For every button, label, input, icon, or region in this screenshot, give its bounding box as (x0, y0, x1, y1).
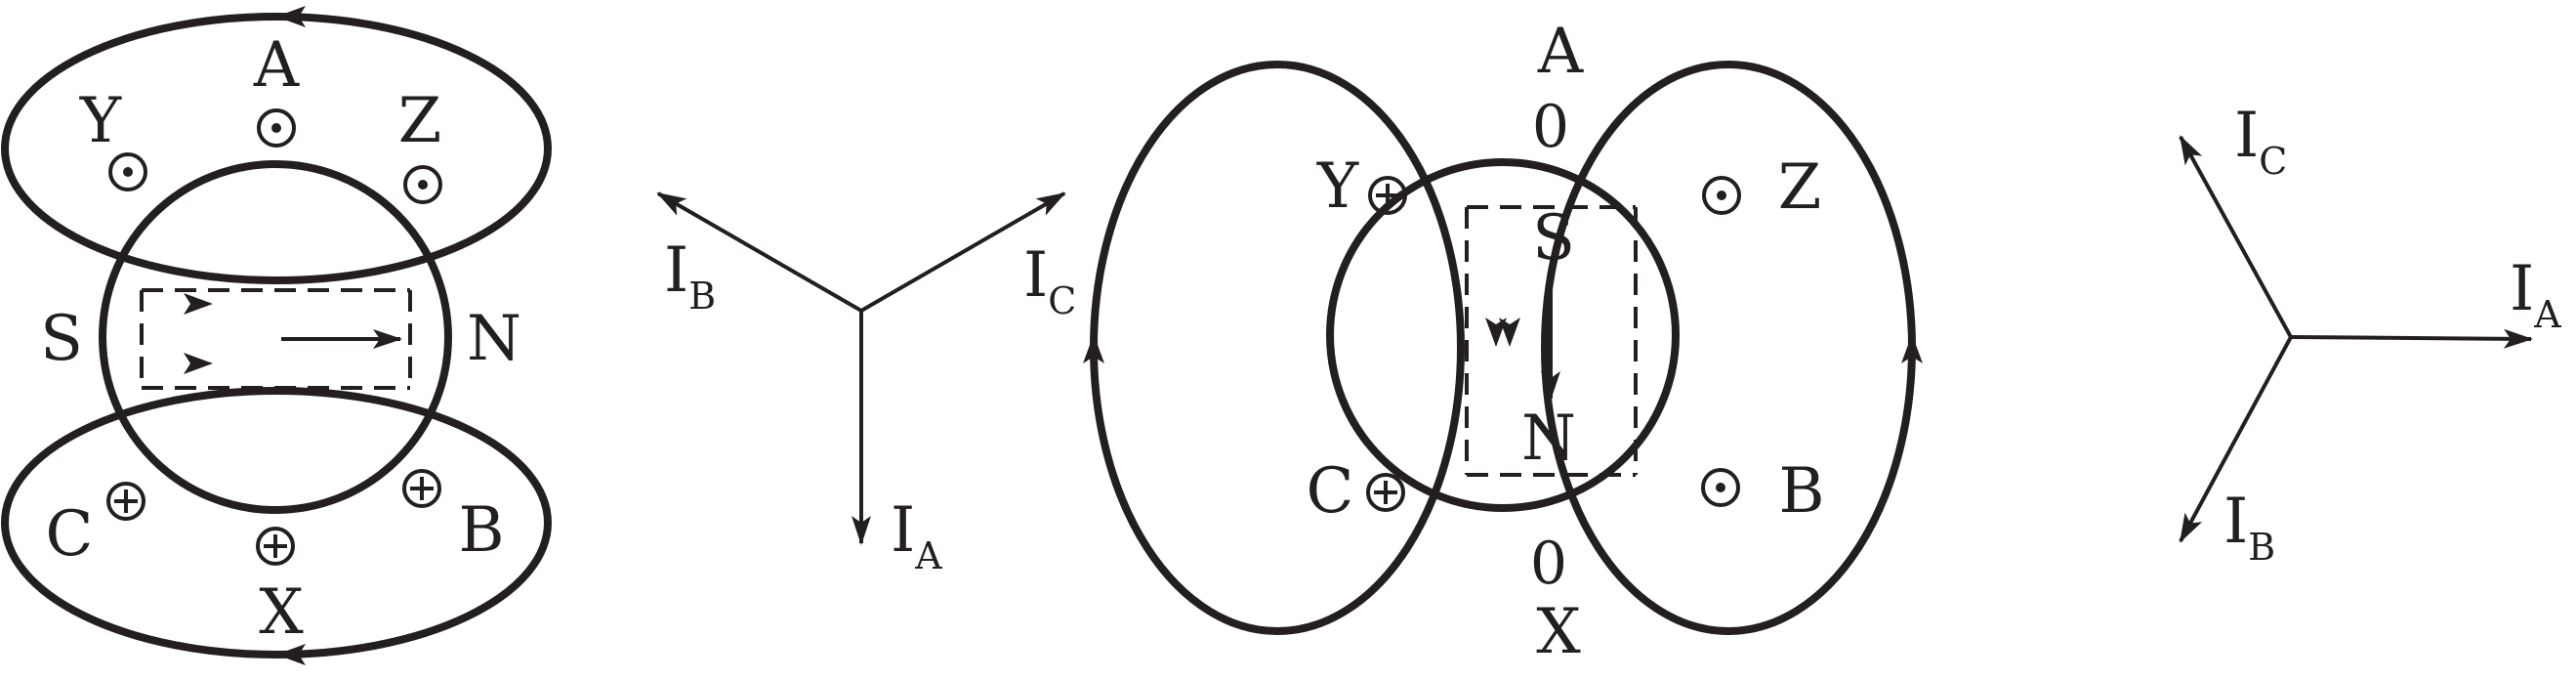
conductor-cross-x-icon (256, 527, 295, 566)
flux-loop-right (1541, 61, 1916, 635)
field-diagram-2: A 0 Y Z S N C B 0 X (1083, 16, 1923, 668)
phasor-ib-arrow (656, 191, 862, 313)
phase-label-c-2: C (1307, 455, 1354, 528)
rotor-circle (99, 160, 452, 514)
pole-label-s-2: S (1532, 202, 1575, 275)
phasor-ib-arrow-2 (2179, 336, 2293, 543)
phase-label-c: C (46, 498, 94, 571)
phasor-ic-arrow (860, 191, 1066, 313)
phasor-ia-arrow-2 (2290, 328, 2533, 349)
flux-arrow-left-icon (1083, 334, 1104, 363)
phasor-ic-arrow-2 (2179, 135, 2293, 338)
phasor-ia-label-2: IA (2510, 253, 2561, 336)
phase-label-a: A (253, 29, 300, 102)
phasor-ic-label-2: IC (2234, 100, 2287, 183)
conductor-dot-a-icon (257, 108, 296, 148)
flux-arrow-top-icon (276, 6, 306, 27)
phase-label-b: B (458, 494, 504, 567)
phasor-ib-label: IB (664, 234, 716, 318)
flux-arrow-inner-lower-icon (184, 353, 213, 374)
conductor-cross-c2-icon (1366, 473, 1405, 512)
phase-label-b-2: B (1778, 455, 1824, 528)
phase-label-a-2: A (1537, 16, 1584, 88)
rotor-dashed-rectangle-2 (1465, 205, 1638, 477)
conductor-dot-y-icon (108, 152, 147, 191)
rotor-dashed-rectangle (140, 288, 412, 390)
flux-loop-left (1090, 61, 1465, 635)
conductor-dot-b2-icon (1701, 468, 1740, 507)
flux-arrow-inner-left-icon (1485, 318, 1507, 347)
flux-arrow-inner-upper-icon (184, 293, 213, 315)
phasor-diagram-2: IA IB IC (2179, 100, 2561, 569)
pole-label-s: S (40, 303, 83, 375)
conductor-dot-z2-icon (1702, 176, 1741, 215)
field-diagram-1: A Y Z S N C B X (1, 6, 552, 665)
flux-arrow-right-icon (1901, 334, 1923, 363)
phase-label-x-2: X (1536, 596, 1581, 668)
conductor-cross-c-icon (106, 482, 145, 521)
phase-label-x: X (259, 576, 304, 649)
phase-label-y: Y (79, 85, 122, 157)
phasor-ia-label: IA (891, 494, 942, 577)
conductor-cross-b-icon (402, 469, 441, 508)
pole-label-n-2: N (1521, 403, 1576, 475)
flux-arrow-inner-right-icon (1499, 318, 1520, 347)
flux-arrow-bottom-icon (276, 644, 306, 665)
rotor-circle-2 (1326, 158, 1680, 512)
phasor-ib-label-2: IB (2223, 486, 2275, 569)
phase-label-z: Z (398, 85, 441, 157)
conductor-cross-y-icon (1368, 176, 1407, 215)
phasor-ic-label: IC (1023, 239, 1076, 322)
phasor-diagram-1: IA IB IC (656, 191, 1076, 577)
phase-label-y-2: Y (1316, 150, 1359, 223)
zero-label-bottom: 0 (1530, 530, 1567, 598)
zero-label-top: 0 (1532, 93, 1569, 161)
conductor-dot-z-icon (403, 165, 442, 204)
phase-label-z-2: Z (1778, 151, 1821, 224)
pole-label-n: N (467, 303, 521, 375)
